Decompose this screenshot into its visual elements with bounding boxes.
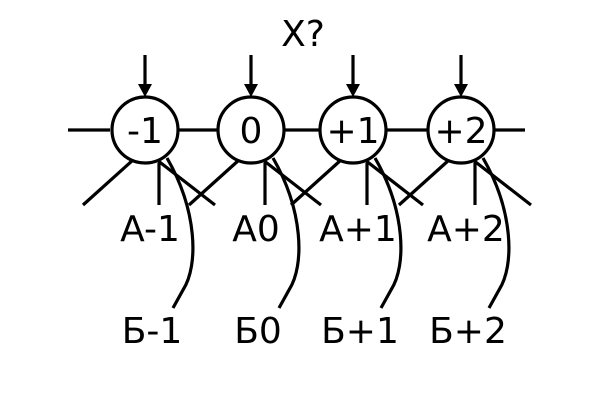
input-arrow-head xyxy=(138,84,152,97)
input-arrow-head xyxy=(244,84,258,97)
node-label: 0 xyxy=(240,111,263,152)
a-label: A0 xyxy=(232,209,280,250)
b-link-curve xyxy=(271,157,301,309)
diagonal-left-line xyxy=(187,158,241,207)
diagonal-right-line xyxy=(262,158,322,207)
node-circle xyxy=(110,95,180,165)
b-label: Б+2 xyxy=(429,311,507,352)
b-label: Б0 xyxy=(234,311,282,352)
node-group-4: +2A+2Б+2 xyxy=(397,55,532,352)
b-label: Б+1 xyxy=(321,311,399,352)
a-label: A+2 xyxy=(427,209,505,250)
node-label: -1 xyxy=(127,111,163,152)
diagram-title: X? xyxy=(281,14,325,55)
node-circle xyxy=(318,95,388,165)
b-label: Б-1 xyxy=(122,311,183,352)
node-circle xyxy=(216,95,286,165)
diagonal-right-line xyxy=(472,158,532,207)
b-link-curve xyxy=(165,157,195,309)
node-label: +1 xyxy=(326,111,379,152)
b-link-curve xyxy=(373,157,403,309)
node-label: +2 xyxy=(434,111,487,152)
diagonal-right-line xyxy=(156,158,216,207)
input-arrow-head xyxy=(346,84,360,97)
input-arrow-head xyxy=(454,84,468,97)
diagonal-left-line xyxy=(397,158,451,207)
diagonal-left-line xyxy=(81,158,135,207)
b-link-curve xyxy=(481,157,511,309)
a-label: A-1 xyxy=(120,209,180,250)
node-group-1: -1A-1Б-1 xyxy=(81,55,216,352)
node-group-3: +1A+1Б+1 xyxy=(289,55,424,352)
diagonal-right-line xyxy=(364,158,424,207)
a-label: A+1 xyxy=(319,209,397,250)
diagonal-left-line xyxy=(289,158,343,207)
node-circle xyxy=(426,95,496,165)
